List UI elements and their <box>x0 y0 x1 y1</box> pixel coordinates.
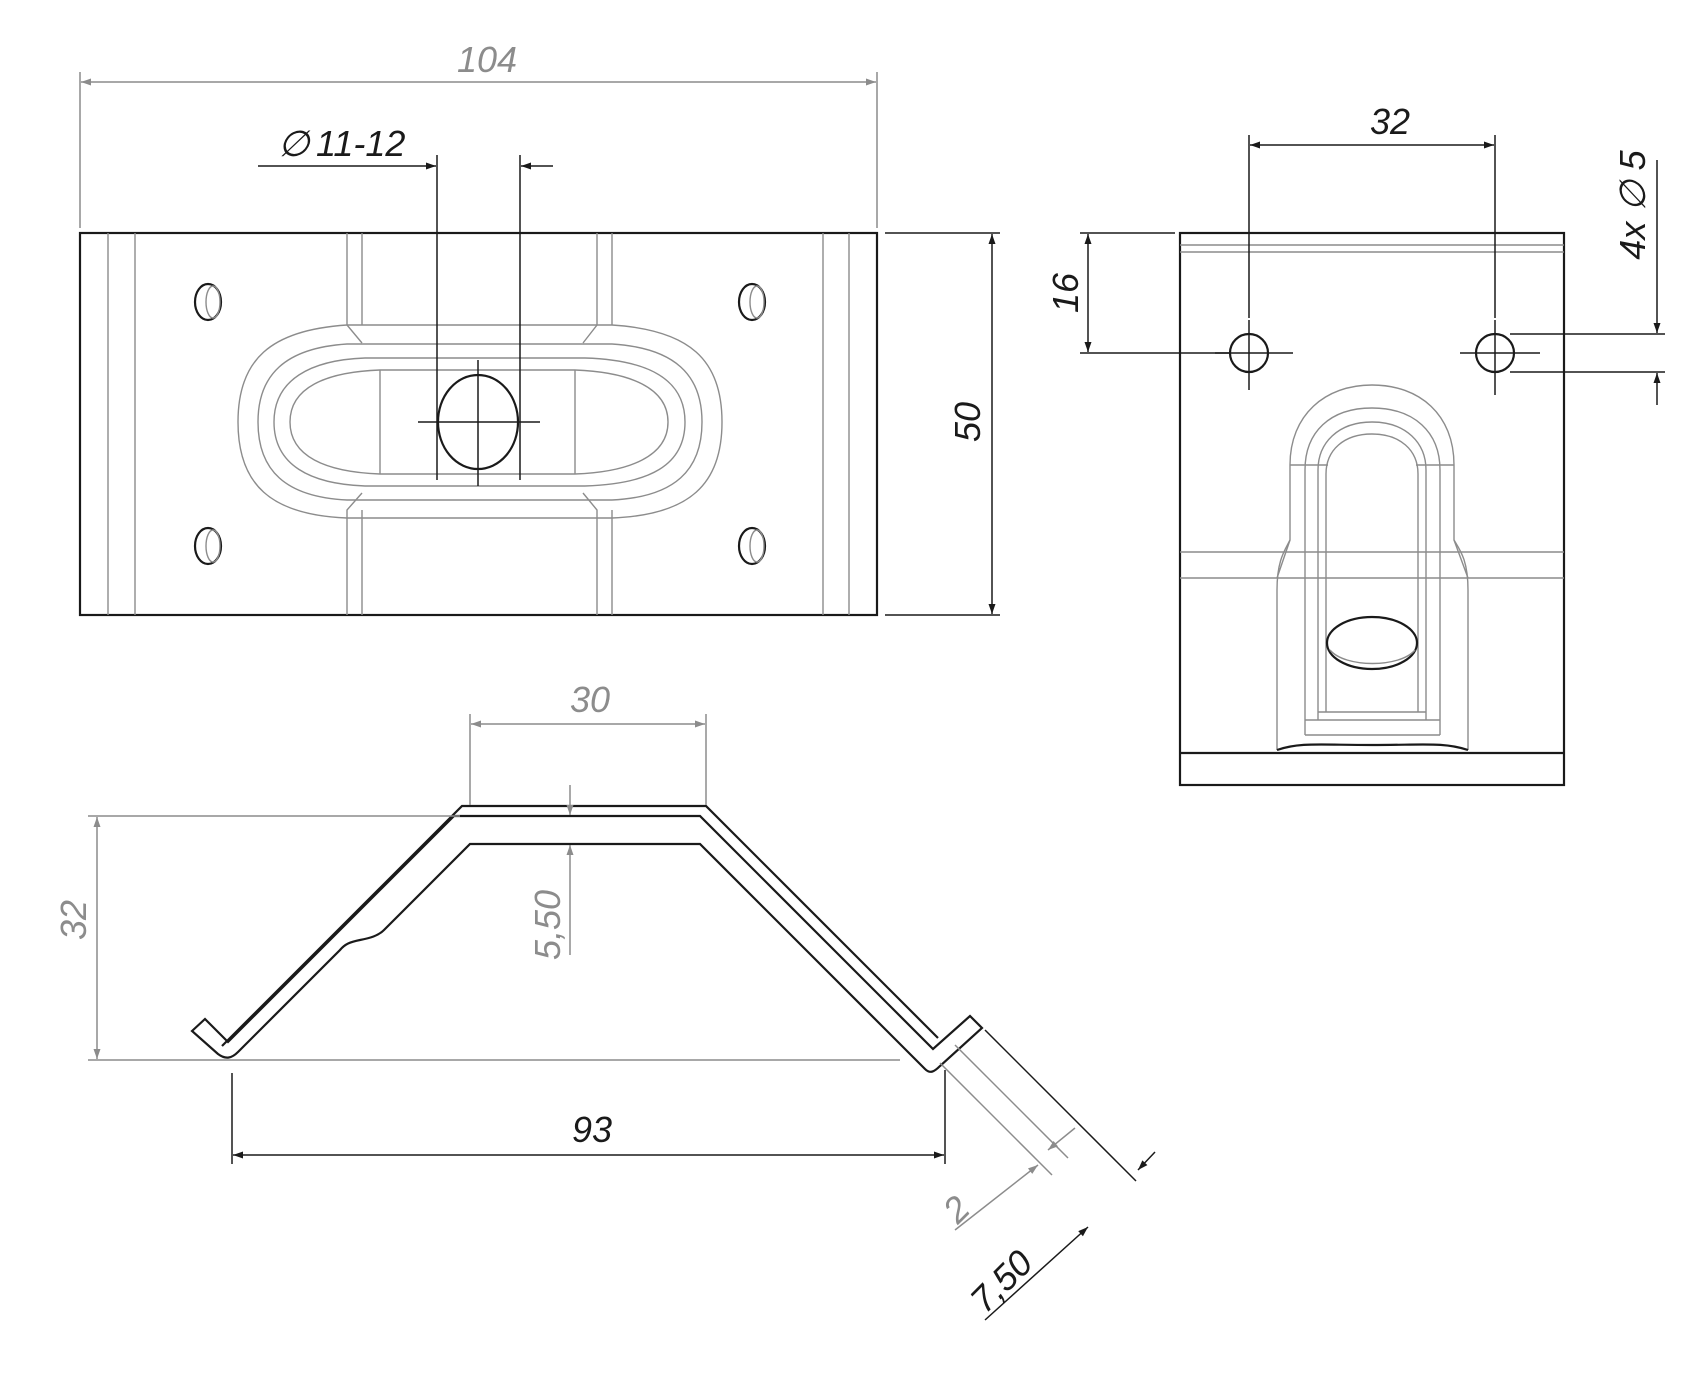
top-view: 104 ∅ 11-12 50 <box>78 39 1000 617</box>
edge-offset-dimension: 16 <box>1045 232 1230 354</box>
top-view-outline <box>78 231 879 617</box>
thickness-label: 2 <box>934 1188 978 1232</box>
hole-spacing-label: 32 <box>1370 101 1410 142</box>
flange-dimension: 7,50 <box>962 1029 1156 1321</box>
side-view-mount-hole-icon <box>1215 320 1540 395</box>
hole-dim-label: 11-12 <box>316 123 405 164</box>
top-width-label: 30 <box>570 679 610 720</box>
profile-outline <box>190 804 984 1073</box>
side-view-outline <box>1178 231 1566 787</box>
base-width-dimension: 93 <box>231 1070 946 1164</box>
top-width-dimension: 30 <box>469 679 707 805</box>
height-dim-label: 50 <box>947 402 988 442</box>
hole-size-label: 4x ∅ 5 <box>1612 149 1653 259</box>
profile-height-label: 32 <box>53 900 94 940</box>
side-view-hole-icon <box>1325 615 1419 671</box>
width-dimension: 104 <box>79 39 878 228</box>
depth-label: 5,50 <box>527 890 568 960</box>
mounting-slot-icon <box>193 282 767 566</box>
hole-dim-symbol: ∅ <box>278 123 311 164</box>
profile-height-dimension: 32 <box>53 815 900 1061</box>
height-dimension: 50 <box>885 232 1000 616</box>
depth-dimension: 5,50 <box>527 785 574 960</box>
base-width-label: 93 <box>572 1109 612 1150</box>
flange-label: 7,50 <box>962 1242 1041 1321</box>
hole-spacing-dimension: 32 <box>1248 101 1496 318</box>
side-view: 32 16 4x ∅ 5 <box>1045 101 1665 787</box>
hole-size-dimension: 4x ∅ 5 <box>1510 149 1665 405</box>
profile-view: 30 32 5,50 93 2 <box>53 679 1156 1321</box>
width-dim-label: 104 <box>457 39 517 80</box>
top-view-bend-lines <box>107 233 850 615</box>
side-view-channel <box>1276 384 1469 752</box>
top-view-slot <box>237 324 723 519</box>
hole-diameter-dimension: ∅ 11-12 <box>258 123 553 480</box>
edge-offset-label: 16 <box>1045 272 1086 313</box>
thickness-dimension: 2 <box>934 1044 1076 1232</box>
